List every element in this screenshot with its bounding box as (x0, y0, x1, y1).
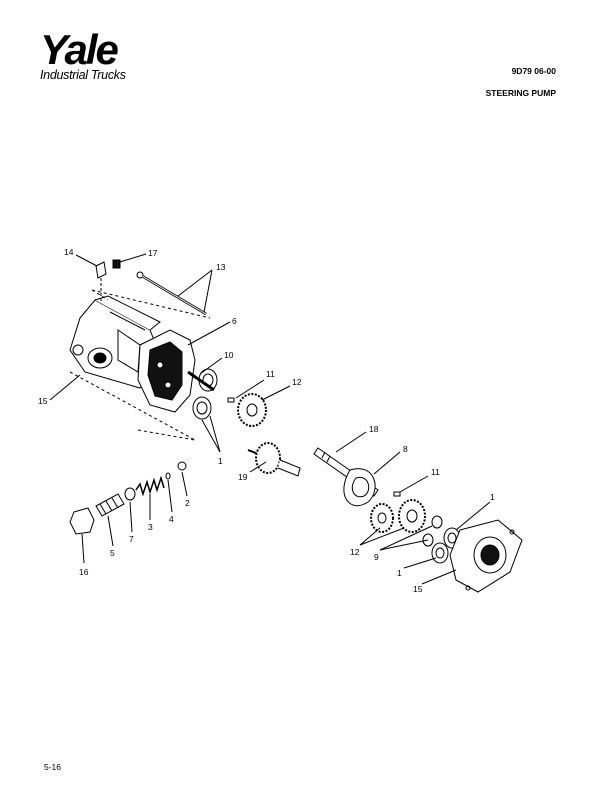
fitting-14 (95, 261, 107, 302)
gasket-plate (137, 329, 196, 413)
callout-11-lower: 11 (431, 467, 440, 477)
callout-9: 9 (374, 552, 379, 562)
gear-12-upper (237, 393, 267, 427)
spring-3 (135, 475, 165, 497)
mounting-flange (449, 519, 523, 593)
callout-16: 16 (79, 567, 89, 577)
bolt-13 (136, 271, 207, 316)
key-11-lower (393, 491, 401, 497)
page-title: STEERING PUMP (485, 88, 556, 98)
callout-6: 6 (232, 316, 237, 326)
callout-13: 13 (216, 262, 226, 272)
washer-7 (124, 487, 136, 501)
callout-1-lower-right: 1 (397, 568, 402, 578)
plug-16 (69, 507, 95, 535)
brand-logo-text: Yale (40, 26, 119, 73)
shim-4 (165, 472, 171, 480)
drive-gear-shaft-19 (247, 442, 301, 477)
callout-1-upper-right: 1 (490, 492, 495, 502)
plug-17 (112, 259, 121, 269)
leader-lines (49, 253, 491, 585)
callout-8: 8 (403, 444, 408, 454)
seal-ring-8 (343, 468, 376, 507)
callout-14: 14 (64, 247, 74, 257)
page-number: 5-16 (44, 762, 62, 772)
yale-logo: Yale Industrial Trucks (40, 26, 126, 83)
callout-11-upper: 11 (266, 369, 275, 379)
brand-subtitle: Industrial Trucks (40, 68, 126, 82)
callout-3: 3 (148, 522, 153, 532)
callout-5: 5 (110, 548, 115, 558)
callout-15-right: 15 (413, 584, 423, 594)
callout-17: 17 (148, 248, 158, 258)
document-code: 9D79 06-00 (511, 66, 556, 76)
callout-10: 10 (224, 350, 234, 360)
callout-12-upper: 12 (292, 377, 302, 387)
bearing-pair-left (192, 368, 218, 420)
callout-4: 4 (169, 514, 174, 524)
callout-18: 18 (369, 424, 379, 434)
key-11-upper (227, 397, 235, 403)
pump-body-housing (69, 295, 161, 389)
assembly-guide-bottom (69, 371, 196, 441)
gear-pair-12-lower (370, 499, 426, 533)
callout-15-left: 15 (38, 396, 48, 406)
washers-9 (422, 515, 443, 547)
callout-1-left: 1 (218, 456, 223, 466)
callout-2: 2 (185, 498, 190, 508)
callout-19: 19 (238, 472, 248, 482)
callout-12-lower: 12 (350, 547, 360, 557)
dowel-pin-10 (187, 370, 215, 392)
callout-7: 7 (129, 534, 134, 544)
ball-2 (177, 461, 187, 471)
valve-5 (95, 493, 125, 517)
assembly-guide-top (91, 289, 211, 319)
